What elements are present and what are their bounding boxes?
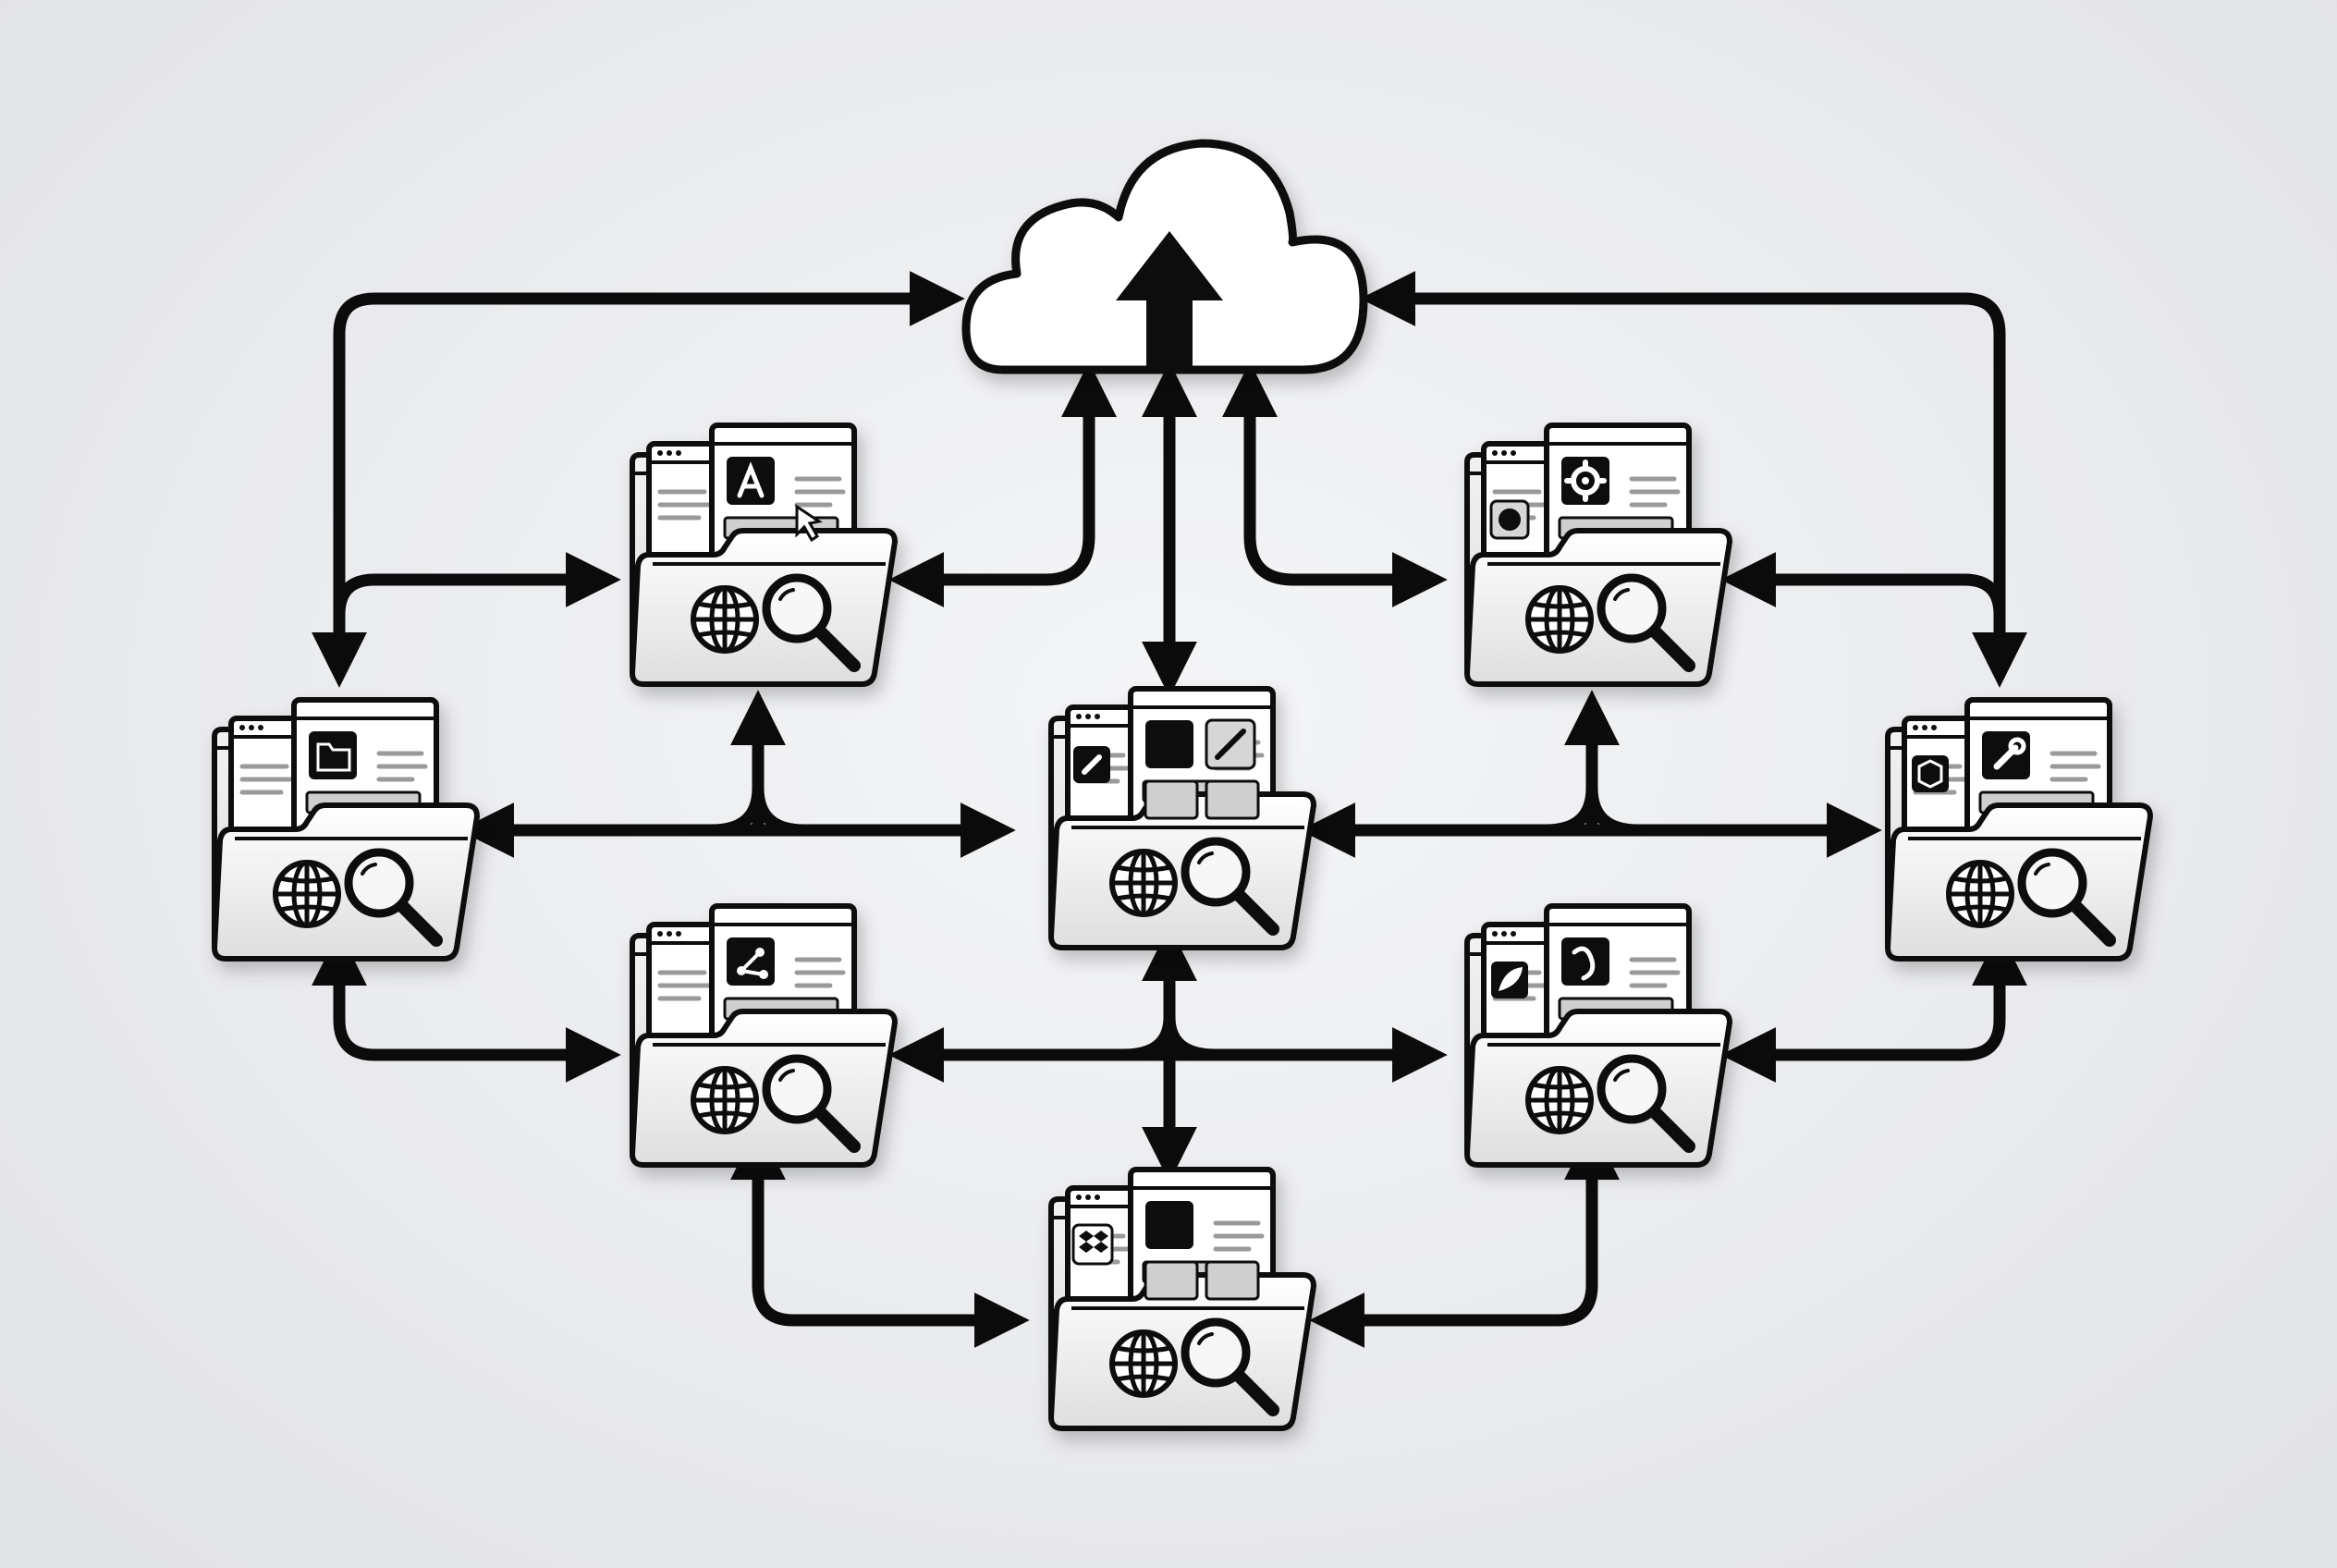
- cursor-icon: [795, 504, 823, 543]
- folder-node-top-right[interactable]: [1467, 425, 1730, 684]
- folder-node-mid-right[interactable]: [1888, 700, 2150, 959]
- link-icon: [1073, 746, 1110, 783]
- edge-cloud-mid-left: [312, 271, 965, 688]
- wrench-icon: [1993, 737, 2026, 770]
- folder-node-lower-left[interactable]: [632, 906, 895, 1165]
- rocket-icon: [1491, 962, 1528, 998]
- edges: [312, 271, 2027, 1348]
- globe-small-icon: [1489, 499, 1530, 540]
- bug-icon: [1572, 946, 1596, 981]
- folder-node-bottom[interactable]: [1051, 1170, 1314, 1428]
- folder-node-lower-right[interactable]: [1467, 906, 1730, 1165]
- edge-mid-right-lower-right: [1720, 930, 2027, 1083]
- edge-cloud-top-left: [888, 361, 1117, 607]
- folder-icon: [316, 742, 351, 772]
- folder-node-center[interactable]: [1051, 689, 1314, 948]
- gear-icon: [1564, 459, 1607, 502]
- folder-node-top-left[interactable]: [632, 425, 895, 684]
- grid-cards-icon: [1144, 718, 1260, 820]
- dropbox-icon: [1071, 1223, 1114, 1266]
- edge-mid-left-top-left: [333, 552, 621, 638]
- edge-mid-right-top-right: [1720, 552, 2006, 638]
- package-icon: [1912, 755, 1949, 792]
- edge-cloud-mid-right: [1360, 271, 2027, 688]
- edge-lower-right-bottom: [1309, 1124, 1620, 1348]
- folder-node-mid-left[interactable]: [214, 700, 477, 959]
- edge-mid-left-lower-left: [312, 930, 621, 1083]
- cloud-upload-icon: [961, 139, 1368, 374]
- image-placeholder-icon: [1144, 1260, 1260, 1301]
- share-icon: [737, 948, 768, 979]
- edge-cloud-top-right: [1222, 361, 1448, 607]
- app-store-icon: [737, 461, 765, 498]
- edge-lower-left-bottom: [730, 1124, 1030, 1348]
